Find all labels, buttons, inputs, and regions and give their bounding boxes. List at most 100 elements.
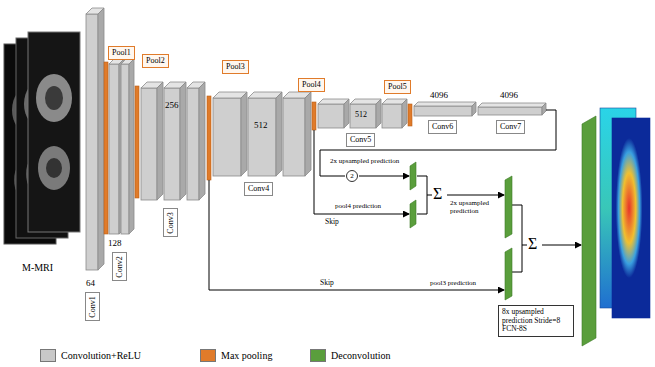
skip-wires <box>209 110 581 290</box>
sum-symbol: Σ <box>433 185 442 203</box>
channel-count: 128 <box>108 238 122 248</box>
node-text: Pool3 <box>226 62 245 72</box>
deconv-bars-part <box>505 248 512 300</box>
pool-label-box: Pool2 <box>142 54 169 68</box>
deconv-bars <box>410 116 596 346</box>
deconv-bars-part <box>410 200 416 228</box>
deconv-bars-part <box>410 162 416 190</box>
legend-text: Deconvolution <box>331 350 390 361</box>
conv-slabs-part <box>414 106 472 116</box>
conv-slabs-part <box>382 104 402 128</box>
node-text: Conv4 <box>248 184 269 194</box>
skip-wires-part <box>314 130 409 214</box>
conv-slabs-part <box>305 92 311 176</box>
skip-wires-part <box>512 205 522 272</box>
pool-slabs <box>104 62 412 234</box>
legend-swatch <box>200 349 216 362</box>
conv-slabs <box>86 8 546 270</box>
skip-wires-part <box>427 195 432 196</box>
skip-wires-part <box>320 110 556 176</box>
node-text: 2 <box>350 173 354 180</box>
conv-slabs-part <box>86 14 98 270</box>
conv-slabs-part <box>199 82 205 200</box>
conv-slabs-part <box>350 104 376 128</box>
node-text: Pool1 <box>112 48 131 58</box>
input-images-part <box>45 86 63 110</box>
pool-slabs-part <box>312 102 316 130</box>
deconv-bars-part <box>505 176 512 238</box>
skip-label: pool4 prediction <box>335 202 381 210</box>
conv-slabs-part <box>478 107 542 115</box>
legend-entry: Max pooling <box>200 349 272 362</box>
conv-slabs-part <box>98 8 104 270</box>
conv-label-box: Conv3 <box>163 208 178 237</box>
legend-swatch <box>40 349 56 362</box>
input-images <box>4 32 80 244</box>
sum-symbol: Σ <box>528 235 537 253</box>
node-text: Conv3 <box>166 212 176 233</box>
channel-count: 512 <box>355 110 367 119</box>
skip-wires-part <box>447 195 504 196</box>
node-text: Conv2 <box>115 256 125 277</box>
node-text: Conv6 <box>432 122 453 132</box>
conv-label-box: Conv2 <box>112 252 127 281</box>
conv-label-box: Conv5 <box>346 133 375 147</box>
skip-wires-part <box>522 245 527 246</box>
skip-wires-part <box>542 245 581 246</box>
conv-slabs-part <box>414 102 476 106</box>
node-text: 8x upsampled prediction Stride=8 FCN-8S <box>502 308 570 334</box>
input-images-part <box>36 74 72 122</box>
upsample-circle: 2 <box>346 170 358 182</box>
node-text: Pool4 <box>302 80 321 90</box>
node-text: Conv7 <box>500 122 521 132</box>
pool-label-box: Pool5 <box>384 80 411 94</box>
conv-slabs-part <box>542 103 546 115</box>
pool-slabs-part <box>104 62 108 234</box>
channel-count: 256 <box>165 100 179 110</box>
skip-wires-part <box>209 180 504 290</box>
conv-label-box: Conv7 <box>496 120 525 134</box>
channel-count: 4096 <box>430 90 448 100</box>
output-note-box: 8x upsampled prediction Stride=8 FCN-8S <box>498 305 574 337</box>
channel-count: 4096 <box>500 90 518 100</box>
legend-entry: Deconvolution <box>310 349 390 362</box>
channel-count: 64 <box>86 278 95 288</box>
conv-slabs-part <box>241 92 247 176</box>
conv-slabs-part <box>402 99 407 128</box>
conv-slabs-part <box>157 82 163 200</box>
node-text: Pool5 <box>388 82 407 92</box>
node-text: Pool2 <box>146 56 165 66</box>
node-text: Conv5 <box>350 135 371 145</box>
conv-label-box: Conv1 <box>85 292 100 321</box>
conv-label-box: Conv4 <box>244 182 273 196</box>
upsample-label: 2x upsampled prediction <box>450 199 504 215</box>
conv-slabs-part <box>180 82 186 200</box>
pool-slabs-part <box>135 86 139 198</box>
conv-slabs-part <box>187 88 199 200</box>
legend-entry: Convolution+ReLU <box>40 349 141 362</box>
conv-slabs-part <box>129 59 134 234</box>
pool-label-box: Pool3 <box>222 60 249 74</box>
conv-slabs-part <box>276 92 282 176</box>
conv-slabs-part <box>213 98 241 176</box>
conv-slabs-part <box>121 64 129 234</box>
skip-label: Skip <box>325 218 339 227</box>
upsample-label: 2x upsampled prediction <box>330 157 399 165</box>
conv-slabs-part <box>318 104 344 128</box>
skip-label: Skip <box>320 279 334 288</box>
conv-label-box: Conv6 <box>428 120 457 134</box>
legend-text: Convolution+ReLU <box>61 350 141 361</box>
conv-slabs-part <box>472 102 476 116</box>
output-maps-part <box>612 118 650 318</box>
legend-text: Max pooling <box>221 350 272 361</box>
pool-label-box: Pool4 <box>298 78 325 92</box>
pool-slabs-part <box>207 96 211 180</box>
channel-count: 512 <box>254 120 268 130</box>
skip-wires-part <box>417 176 427 214</box>
input-images-part <box>46 158 62 178</box>
conv-slabs-part <box>109 64 119 234</box>
input-caption: M-MRI <box>22 262 53 274</box>
conv-slabs-part <box>344 99 349 128</box>
input-images-part <box>38 146 70 190</box>
